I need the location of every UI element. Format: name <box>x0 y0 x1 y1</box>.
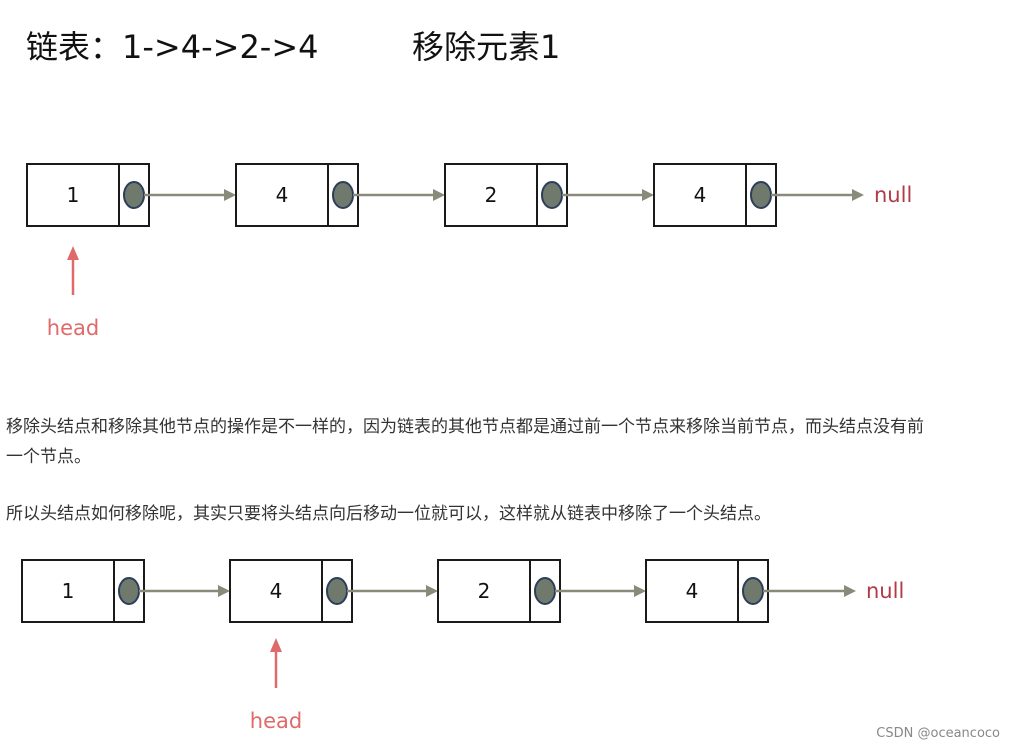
title-linked-list: 链表：1->4->2->4 <box>26 28 319 66</box>
watermark: CSDN @oceancoco <box>876 726 1000 741</box>
list-node: 4 <box>645 559 769 623</box>
node-value: 4 <box>276 183 289 207</box>
paragraph-solution: 所以头结点如何移除呢，其实只要将头结点向后移动一位就可以，这样就从链表中移除了一… <box>6 504 771 524</box>
list-node: 1 <box>21 559 145 623</box>
node-value: 2 <box>478 579 491 603</box>
node-value: 2 <box>485 183 498 207</box>
arrow-up-icon <box>67 246 79 260</box>
arrow-head-icon <box>634 585 646 597</box>
list-node: 2 <box>444 163 568 227</box>
arrow-head-icon <box>852 189 864 201</box>
null-label: null <box>866 579 904 603</box>
node-value: 1 <box>62 579 75 603</box>
next-pointer-dot <box>118 577 140 605</box>
arrow-up-icon <box>270 638 282 652</box>
node-value: 4 <box>270 579 283 603</box>
next-pointer-dot <box>541 181 563 209</box>
null-label: null <box>874 183 912 207</box>
list-node: 1 <box>26 163 150 227</box>
node-value: 4 <box>686 579 699 603</box>
arrow-head-icon <box>426 585 438 597</box>
list-node: 4 <box>235 163 359 227</box>
head-label: head <box>47 316 99 340</box>
arrow-head-icon <box>642 189 654 201</box>
next-pointer-dot <box>742 577 764 605</box>
arrow-head-icon <box>218 585 230 597</box>
node-value: 4 <box>694 183 707 207</box>
arrow-head-icon <box>844 585 856 597</box>
next-pointer-dot <box>332 181 354 209</box>
list-node: 2 <box>437 559 561 623</box>
linked-list-diagram-before: 1 4 2 4 null head <box>26 163 912 340</box>
arrow-head-icon <box>224 189 236 201</box>
title-remove-element: 移除元素1 <box>412 28 561 66</box>
next-pointer-dot <box>750 181 772 209</box>
next-pointer-dot <box>534 577 556 605</box>
paragraph-explanation: 移除头结点和移除其他节点的操作是不一样的，因为链表的其他节点都是通过前一个节点来… <box>6 417 924 467</box>
next-pointer-dot <box>123 181 145 209</box>
list-node: 4 <box>229 559 353 623</box>
arrow-head-icon <box>433 189 445 201</box>
list-node: 4 <box>653 163 777 227</box>
node-value: 1 <box>67 183 80 207</box>
next-pointer-dot <box>326 577 348 605</box>
head-label: head <box>250 709 302 733</box>
linked-list-diagram-after: 1 4 2 4 null head <box>21 559 904 733</box>
